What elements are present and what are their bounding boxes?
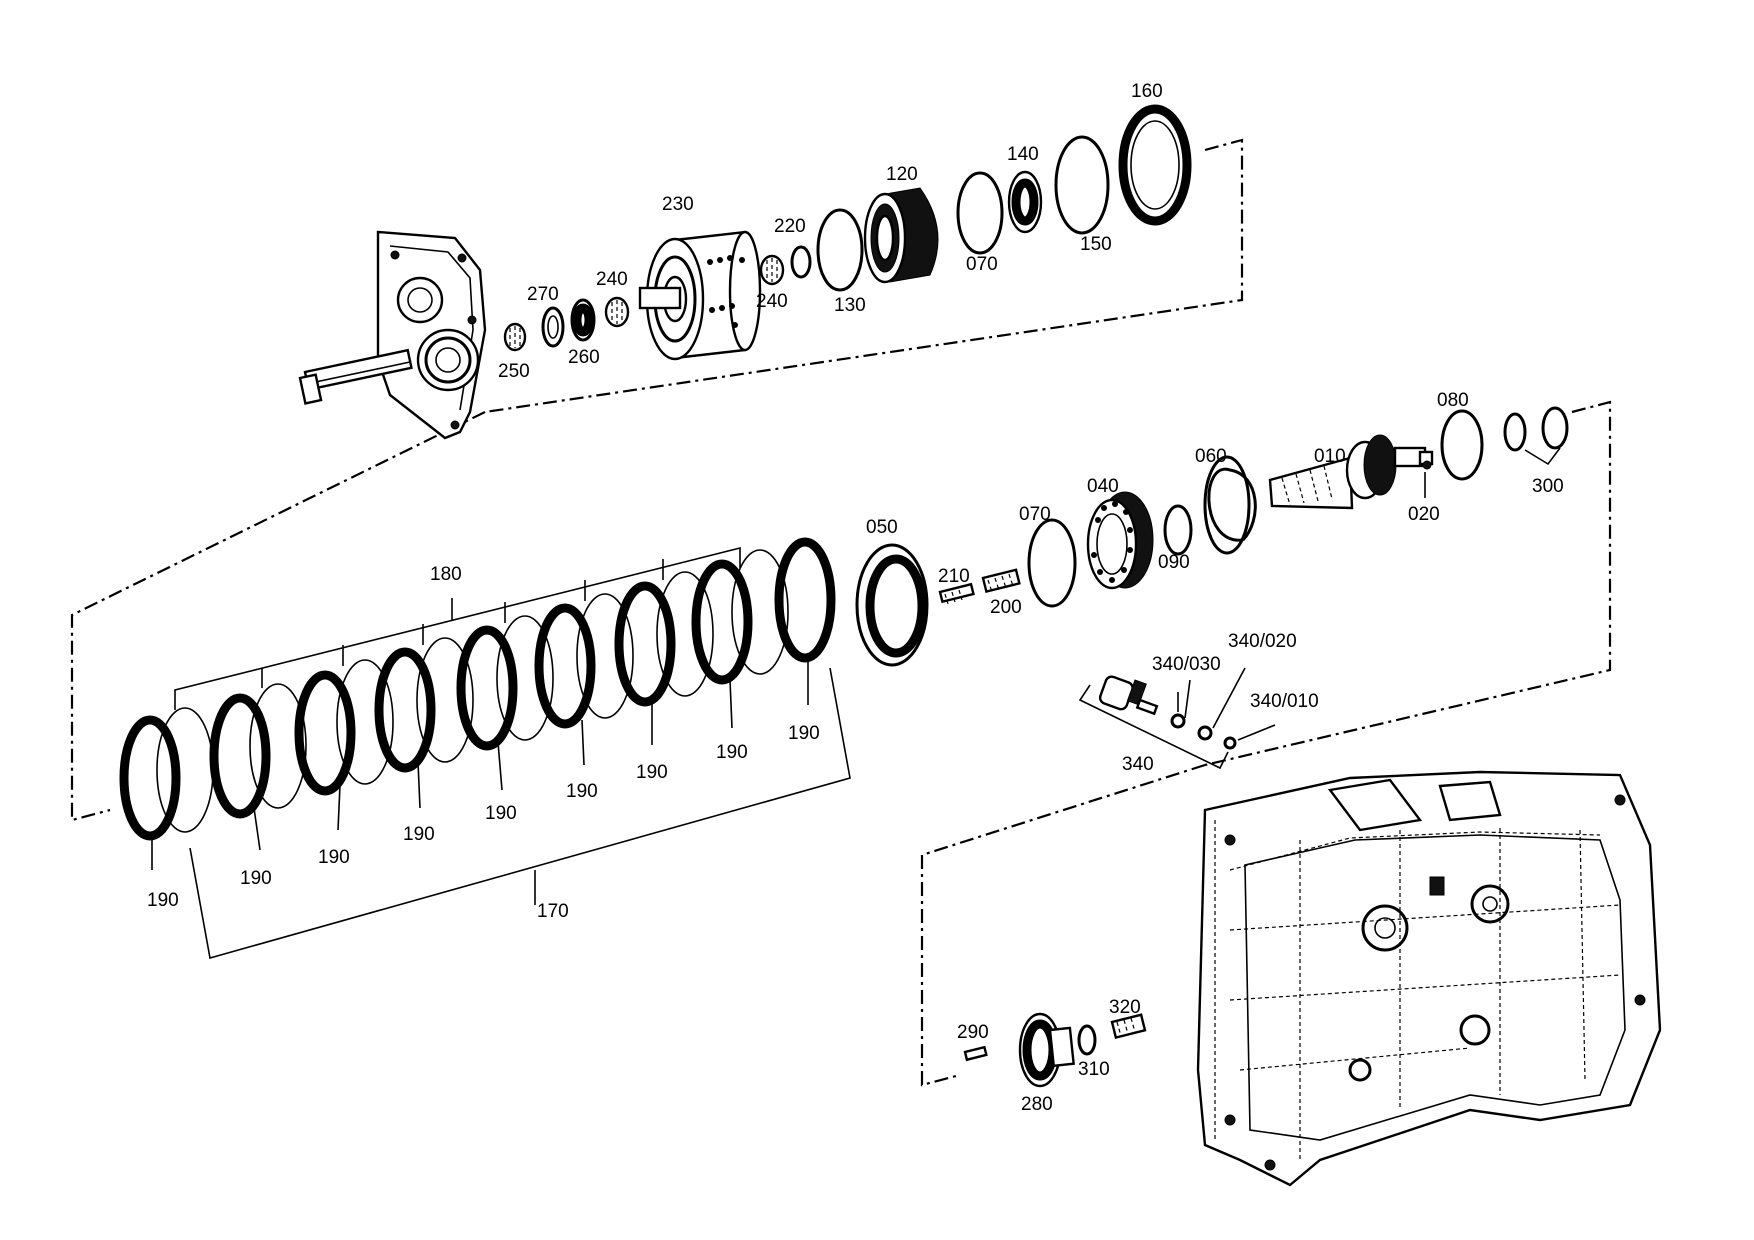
label-020: 020 (1408, 504, 1440, 525)
needle-bearing-240a (604, 296, 630, 328)
planet-carrier-230 (638, 230, 762, 361)
callout-labels: 160 140 120 230 220 150 070 240 240 130 … (147, 81, 1564, 1115)
label-130: 130 (834, 295, 866, 316)
label-190-8: 190 (716, 742, 748, 763)
ball-020 (1422, 460, 1432, 470)
transmission-housing (1196, 770, 1662, 1187)
label-160: 160 (1131, 81, 1163, 102)
disc-050 (855, 543, 929, 667)
needle-bearing-240b (759, 254, 785, 286)
label-240-left: 240 (596, 269, 628, 290)
label-190-5: 190 (485, 803, 517, 824)
bracket-170 (189, 667, 851, 960)
clutch-plate-pack (119, 537, 836, 841)
label-300: 300 (1532, 476, 1564, 497)
label-190-2: 190 (240, 868, 272, 889)
friction-discs-170 (119, 537, 836, 841)
solenoid-valve-340 (1078, 667, 1276, 770)
o-rings-300 (1503, 406, 1569, 466)
piston-040 (1086, 491, 1154, 590)
label-070-top: 070 (966, 254, 998, 275)
label-340-020: 340/020 (1228, 631, 1297, 652)
label-250: 250 (498, 361, 530, 382)
label-070-mid: 070 (1019, 504, 1051, 525)
front-housing-with-shaft (298, 230, 487, 440)
label-010: 010 (1314, 446, 1346, 467)
label-040: 040 (1087, 476, 1119, 497)
steel-plates-180 (156, 549, 789, 833)
label-270: 270 (527, 284, 559, 305)
label-120: 120 (886, 164, 918, 185)
clutch-disc-160 (1118, 104, 1192, 226)
ring-gear-120 (863, 187, 939, 284)
needle-bearing-250 (503, 322, 527, 352)
label-140: 140 (1007, 144, 1039, 165)
label-310: 310 (1078, 1059, 1110, 1080)
label-060: 060 (1195, 446, 1227, 467)
label-150: 150 (1080, 234, 1112, 255)
label-190-9: 190 (788, 723, 820, 744)
screw-290 (963, 1045, 988, 1062)
snap-ring-130 (816, 208, 864, 292)
label-280: 280 (1021, 1094, 1053, 1115)
label-340-030: 340/030 (1152, 654, 1221, 675)
o-ring-070-mid (1027, 518, 1077, 608)
assembly-guide-lines (70, 138, 1612, 1087)
label-190-6: 190 (566, 781, 598, 802)
label-190-4: 190 (403, 824, 435, 845)
o-ring-310 (1077, 1024, 1097, 1056)
o-ring-090 (1163, 504, 1193, 556)
label-200: 200 (990, 597, 1022, 618)
label-190-1: 190 (147, 890, 179, 911)
label-340: 340 (1122, 754, 1154, 775)
snap-ring-060 (1203, 455, 1257, 555)
snap-ring-220 (790, 245, 812, 279)
label-320: 320 (1109, 997, 1141, 1018)
spring-210 (938, 582, 975, 605)
spring-200 (981, 568, 1021, 594)
thrust-bearing-260 (570, 298, 596, 342)
bracket-180 (174, 546, 741, 710)
label-240-right: 240 (756, 291, 788, 312)
leader-lines (151, 472, 1426, 870)
label-210: 210 (938, 566, 970, 587)
washer-270 (541, 306, 565, 348)
label-260: 260 (568, 347, 600, 368)
label-290: 290 (957, 1022, 989, 1043)
shaft-010 (1268, 434, 1434, 510)
label-190-7: 190 (636, 762, 668, 783)
label-080: 080 (1437, 390, 1469, 411)
o-ring-070-top (956, 171, 1004, 255)
label-220: 220 (774, 216, 806, 237)
bearing-140 (1007, 170, 1043, 234)
bushing-320 (1110, 1013, 1147, 1039)
label-180: 180 (430, 564, 462, 585)
label-170: 170 (537, 901, 569, 922)
label-090: 090 (1158, 552, 1190, 573)
label-340-010: 340/010 (1250, 691, 1319, 712)
label-190-3: 190 (318, 847, 350, 868)
label-050: 050 (866, 517, 898, 538)
snap-ring-150 (1054, 135, 1110, 235)
bearing-cap-280 (1018, 1012, 1075, 1088)
o-ring-080 (1440, 409, 1484, 481)
label-230: 230 (662, 194, 694, 215)
